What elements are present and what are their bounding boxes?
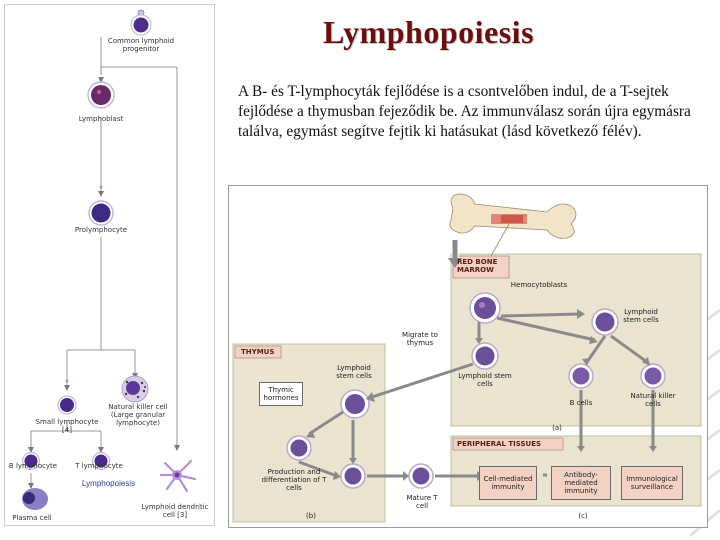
red-bone-marrow-label: RED BONE MARROW	[457, 258, 498, 274]
label-t-lymphocyte: T lymphocyte	[75, 462, 123, 470]
immunological-surveillance-box: Immunological surveillance	[621, 466, 683, 500]
label-mature-t-cell: Mature T cell	[406, 494, 438, 510]
lymphocyte-development-figure: RED BONE MARROW Hemocytoblasts Lymphoid …	[228, 185, 708, 528]
label-lymphoid-stem-cells-thymus: Lymphoid stem cells	[336, 364, 372, 380]
label-hemocytoblasts: Hemocytoblasts	[510, 281, 568, 289]
label-production-differentiation: Production and differentiation of T cell…	[261, 468, 327, 492]
thymic-hormones-box: Thymic hormones	[259, 382, 303, 406]
slide-title: Lymphopoiesis	[323, 14, 535, 50]
label-migrate-to-thymus: Migrate to thymus	[402, 331, 438, 347]
label-prolymphocyte: Prolymphocyte	[74, 226, 128, 234]
lineage-diagram-graphic	[21, 9, 197, 510]
lymphopoiesis-lineage-diagram: Common lymphoid progenitor Lymphoblast P…	[4, 4, 215, 526]
label-lymphoid-stem-cells-center: Lymphoid stem cells	[458, 372, 512, 388]
peripheral-tissues-label: PERIPHERAL TISSUES	[457, 440, 542, 448]
slide-body-text: A B- és T-lymphocyták fejlődése is a cso…	[238, 83, 691, 140]
label-c: (c)	[578, 512, 588, 520]
label-small-lymphocyte: Small lymphocyte [4]	[35, 418, 99, 434]
label-lymphoid-stem-cells-right: Lymphoid stem cells	[623, 308, 659, 324]
thymus-label: THYMUS	[241, 348, 275, 356]
label-lymphoblast: Lymphoblast	[78, 115, 124, 123]
lineage-caption: Lymphopoiesis	[82, 479, 136, 488]
label-natural-killer-cells: Natural killer cells	[630, 392, 676, 408]
label-b: (b)	[306, 512, 316, 520]
label-a: (a)	[552, 424, 562, 432]
label-natural-killer-cell: Natural killer cell (Large granular lymp…	[108, 403, 168, 427]
label-b-lymphocyte: B lymphocyte	[8, 462, 58, 470]
antibody-mediated-immunity-box: Antibody-mediated immunity	[551, 466, 611, 500]
label-b-cells: B cells	[569, 399, 593, 407]
label-plasma-cell: Plasma cell	[12, 514, 52, 522]
cell-mediated-immunity-box: Cell-mediated immunity	[479, 466, 537, 500]
label-lymphoid-dendritic-cell: Lymphoid dendritic cell [3]	[141, 503, 209, 519]
label-common-lymphoid-progenitor: Common lymphoid progenitor	[107, 37, 175, 53]
